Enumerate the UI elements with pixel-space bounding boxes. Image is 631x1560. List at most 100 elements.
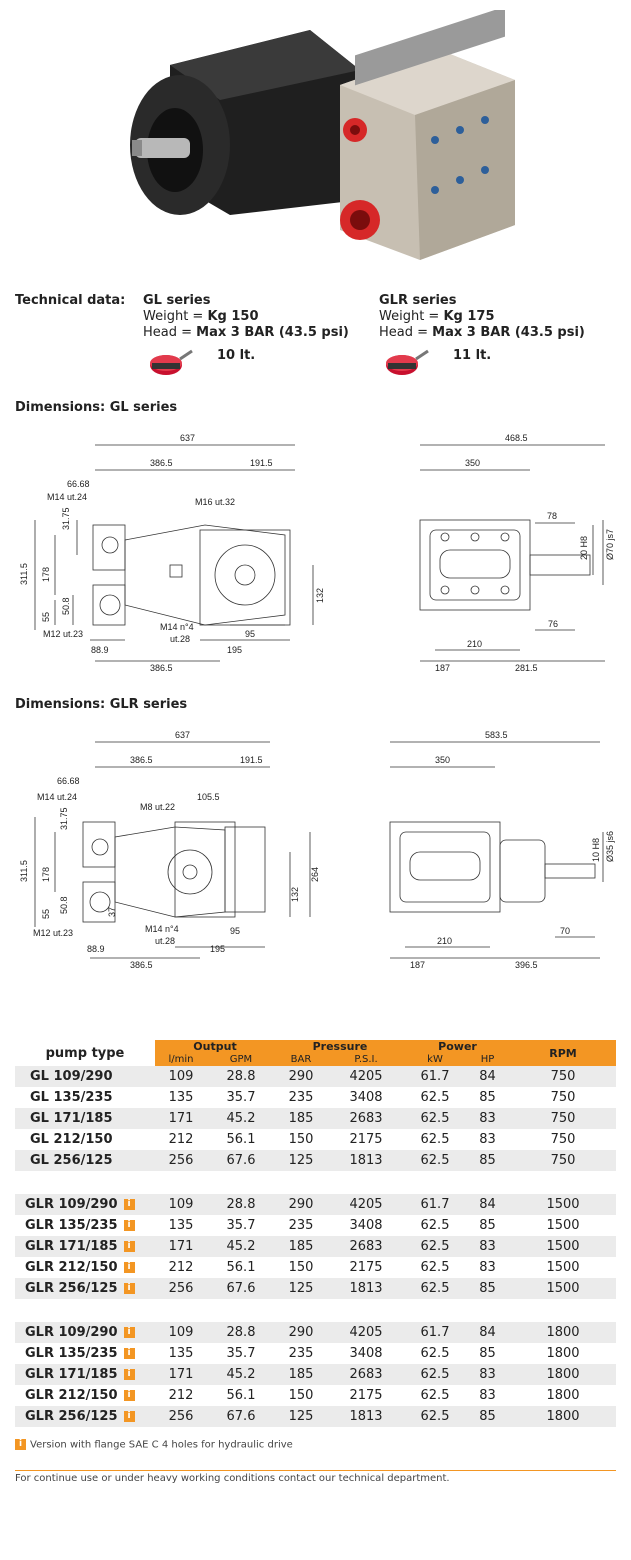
info-icon: i [123, 1327, 135, 1338]
bar-cell: 290 [275, 1194, 327, 1215]
col-bar: BAR [275, 1053, 327, 1066]
hp-value: 85 [479, 1346, 496, 1361]
rpm-cell: 1800 [510, 1343, 616, 1364]
gl-dim-195: 195 [227, 645, 242, 655]
bar-cell: 185 [275, 1364, 327, 1385]
psi-cell: 3408 [327, 1215, 405, 1236]
bar-value: 235 [288, 1090, 314, 1105]
pump-type-cell: GLR 109/290 i [15, 1322, 155, 1343]
gl-dim-210: 210 [467, 639, 482, 649]
hp-cell: 83 [465, 1364, 510, 1385]
pump-model: GLR 109/290 [25, 1325, 118, 1340]
bar-value: 185 [288, 1367, 314, 1382]
psi-cell: 2175 [327, 1257, 405, 1278]
kw-cell: 61.7 [405, 1194, 465, 1215]
gl-dim-20h8: 20 H8 [579, 536, 589, 560]
hp-value: 83 [479, 1367, 496, 1382]
table-subheader-row: l/min GPM BAR P.S.I. kW HP [15, 1053, 616, 1066]
gl-dim-m16: M16 ut.32 [195, 497, 235, 507]
glr-dim-3175: 31.75 [59, 807, 69, 830]
gl-dim-889: 88.9 [91, 645, 109, 655]
gl-dim-78: 78 [547, 511, 557, 521]
lmin-cell: 256 [155, 1150, 207, 1171]
bar-cell: 125 [275, 1278, 327, 1299]
gl-dim-m14: M14 ut.24 [47, 492, 87, 502]
kw-cell: 62.5 [405, 1215, 465, 1236]
psi-cell: 1813 [327, 1406, 405, 1427]
rpm-value: 1500 [546, 1197, 580, 1212]
rpm-cell: 1500 [510, 1215, 616, 1236]
spacer-cell [15, 1171, 616, 1194]
info-icon: i [15, 1439, 26, 1450]
glr-dim-210: 210 [437, 936, 452, 946]
lmin-value: 135 [168, 1218, 194, 1233]
bar-cell: 125 [275, 1406, 327, 1427]
pump-type-cell: GLR 256/125 i [15, 1278, 155, 1299]
pump-type-cell: GL 256/125 [15, 1150, 155, 1171]
gl-dim-187: 187 [435, 663, 450, 673]
psi-value: 3408 [349, 1346, 383, 1361]
gpm-value: 67.6 [226, 1409, 256, 1424]
kw-cell: 62.5 [405, 1236, 465, 1257]
pump-model: GLR 256/125 [25, 1409, 118, 1424]
glr-dim-35js6: Ø35 js6 [605, 831, 615, 862]
glr-head-value: Max 3 BAR (43.5 psi) [432, 325, 585, 340]
glr-oil-capacity: 11 lt. [453, 348, 492, 363]
psi-cell: 2175 [327, 1385, 405, 1406]
lmin-value: 171 [168, 1111, 194, 1126]
info-icon: i [123, 1283, 135, 1294]
hp-value: 83 [479, 1388, 496, 1403]
psi-cell: 2683 [327, 1364, 405, 1385]
lmin-cell: 256 [155, 1278, 207, 1299]
footer-note: For continue use or under heavy working … [15, 1473, 450, 1484]
gl-dim-4685: 468.5 [505, 433, 528, 443]
table-header-row: pump type Output Pressure Power RPM [15, 1040, 616, 1066]
gpm-cell: 67.6 [207, 1406, 275, 1427]
hp-cell: 85 [465, 1343, 510, 1364]
gl-dim-76: 76 [548, 619, 558, 629]
bar-cell: 235 [275, 1087, 327, 1108]
glr-dim-3115: 311.5 [19, 860, 29, 882]
info-icon: i [123, 1411, 135, 1422]
hp-value: 84 [479, 1197, 496, 1212]
oil-can-icon [386, 349, 429, 375]
info-icon: i [123, 1241, 135, 1252]
rpm-cell: 750 [510, 1066, 616, 1087]
hp-value: 85 [479, 1090, 496, 1105]
bar-value: 150 [288, 1388, 314, 1403]
lmin-value: 109 [168, 1197, 194, 1212]
psi-cell: 1813 [327, 1278, 405, 1299]
rpm-value: 1500 [546, 1281, 580, 1296]
kw-cell: 61.7 [405, 1066, 465, 1087]
gl-series-spec: GL series Weight = Kg 150 Head = Max 3 B… [143, 293, 349, 341]
gpm-cell: 45.2 [207, 1108, 275, 1129]
bar-value: 235 [288, 1218, 314, 1233]
pump-model: GLR 212/150 [25, 1260, 118, 1275]
pump-type-cell: GL 109/290 [15, 1066, 155, 1087]
pump-model: GLR 256/125 [25, 1281, 118, 1296]
bar-value: 185 [288, 1111, 314, 1126]
glr-dim-132: 132 [290, 887, 300, 902]
psi-cell: 3408 [327, 1087, 405, 1108]
gpm-value: 35.7 [226, 1218, 256, 1233]
rpm-value: 1800 [546, 1367, 580, 1382]
gpm-cell: 56.1 [207, 1129, 275, 1150]
gpm-cell: 56.1 [207, 1385, 275, 1406]
info-icon: i [123, 1369, 135, 1380]
psi-value: 3408 [349, 1090, 383, 1105]
glr-dim-m14n: M14 n°4 [145, 924, 179, 934]
hp-value: 83 [479, 1260, 496, 1275]
dimensions-gl-title: Dimensions: GL series [15, 400, 178, 415]
hp-value: 85 [479, 1153, 496, 1168]
gpm-value: 45.2 [226, 1367, 256, 1382]
hp-value: 84 [479, 1069, 496, 1084]
gl-dim-m14n: M14 n°4 [160, 622, 194, 632]
glr-weight-value: Kg 175 [443, 309, 495, 324]
rpm-cell: 1500 [510, 1257, 616, 1278]
hp-cell: 84 [465, 1322, 510, 1343]
hp-cell: 83 [465, 1385, 510, 1406]
bar-cell: 235 [275, 1343, 327, 1364]
